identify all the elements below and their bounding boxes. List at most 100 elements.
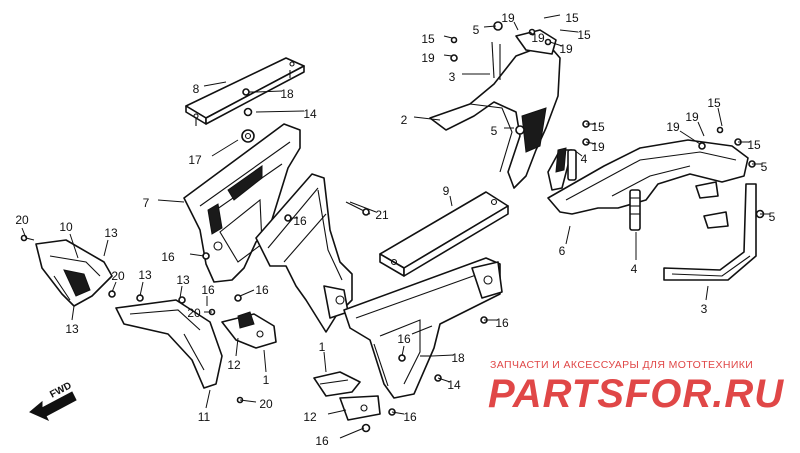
leader-line-c19 [157,199,185,203]
callout-part-6: 6 [559,244,566,258]
leader-line-c27 [437,377,451,383]
leader-line-c36 [543,14,561,19]
callout-part-15: 15 [591,120,605,134]
callout-part-16: 16 [293,214,307,228]
callout-part-18: 18 [451,351,465,365]
leader-line-c32 [443,35,453,39]
watermark-logo: PARTSFOR.RU [488,372,785,416]
part-21-bolt [345,201,371,216]
callout-part-4: 4 [631,262,638,276]
callout-part-13: 13 [138,268,152,282]
callout-part-7: 7 [143,196,150,210]
callout-part-20: 20 [187,306,201,320]
callout-part-2: 2 [401,113,408,127]
leader-line-c15 [203,81,227,87]
fwd-arrow-icon: FWD [29,380,77,422]
leader-line-c5 [139,281,144,297]
part-17-grommet [241,129,255,143]
leader-line-c17 [255,110,305,113]
callout-part-9: 9 [443,184,450,198]
leader-line-c21 [189,253,205,257]
callout-part-16: 16 [397,332,411,346]
leader-line-c25 [401,345,405,357]
leader-line-c4 [111,281,117,293]
leader-line-c10 [71,305,75,321]
leader-line-c44 [585,141,597,145]
callout-part-21: 21 [375,208,389,222]
callout-part-16: 16 [161,250,175,264]
callout-part-15: 15 [421,32,435,46]
part-10-side-cover [20,234,113,307]
leader-line-c30 [391,411,405,415]
callout-part-16: 16 [403,410,417,424]
callout-part-5: 5 [769,210,776,224]
callout-part-20: 20 [111,269,125,283]
callout-part-19: 19 [559,42,573,56]
leader-line-c41 [413,116,441,121]
leader-line-c46 [679,130,701,145]
callout-part-5: 5 [761,160,768,174]
part-18-bolt [242,88,256,96]
callout-part-5: 5 [491,124,498,138]
callout-part-16: 16 [495,316,509,330]
callout-part-4: 4 [581,152,588,166]
leader-line-c2 [69,233,79,259]
part-9-cross-plate [379,191,509,277]
part-11-lower-bracket [108,290,223,389]
callout-part-19: 19 [591,140,605,154]
watermark-subtitle: ЗАПЧАСТИ И АКСЕССУАРЫ ДЛЯ МОТОТЕХНИКИ [490,359,754,371]
leader-line-c35 [513,21,519,31]
leader-line-c23 [449,195,453,207]
part-6-right-frame [547,120,756,215]
leader-line-c34 [483,25,497,28]
leader-line-c48 [717,107,723,127]
leader-line-c22 [349,201,377,213]
callout-part-10: 10 [59,220,73,234]
callout-part-18: 18 [280,87,294,101]
callout-part-15: 15 [565,11,579,25]
leader-line-c45 [573,149,583,157]
callout-part-19: 19 [501,11,515,25]
callout-part-19: 19 [685,110,699,124]
callout-leaders [21,14,770,439]
leader-line-c14 [239,399,257,403]
main-frame-spine [255,173,353,333]
part-8-upper-plate [185,57,305,126]
leader-line-c3 [103,239,109,257]
callout-part-3: 3 [449,70,456,84]
part-14-nut [243,107,253,117]
callout-part-19: 19 [421,51,435,65]
part-1-12-middle-bracket [208,294,277,349]
leader-line-c39 [549,41,563,47]
part-4-damper [567,149,641,231]
callout-part-14: 14 [447,378,461,392]
callout-part-11: 11 [198,410,211,424]
leader-line-c18 [211,139,239,157]
leader-line-c38 [559,29,579,33]
leader-line-c16 [255,90,283,93]
callout-part-15: 15 [577,28,591,42]
callout-part-5: 5 [473,23,480,37]
callout-part-19: 19 [531,31,545,45]
leader-line-c52 [565,225,571,245]
part-3-lower-loop [663,181,765,281]
part-7-upper-frame [183,123,301,283]
callout-part-19: 19 [666,120,680,134]
callout-part-13: 13 [104,226,118,240]
callout-part-13: 13 [176,273,190,287]
leader-line-c47 [697,121,705,137]
callout-part-12: 12 [303,410,317,424]
callout-part-3: 3 [701,302,708,316]
callout-part-15: 15 [747,138,761,152]
leader-line-c37 [529,31,535,36]
callout-part-13: 13 [65,322,79,336]
part-1-12-lower-bracket [313,371,381,421]
callout-part-12: 12 [227,358,241,372]
callout-part-20: 20 [15,213,29,227]
callout-part-14: 14 [303,107,317,121]
callout-part-16: 16 [315,434,329,448]
lower-rear-frame [343,257,503,399]
